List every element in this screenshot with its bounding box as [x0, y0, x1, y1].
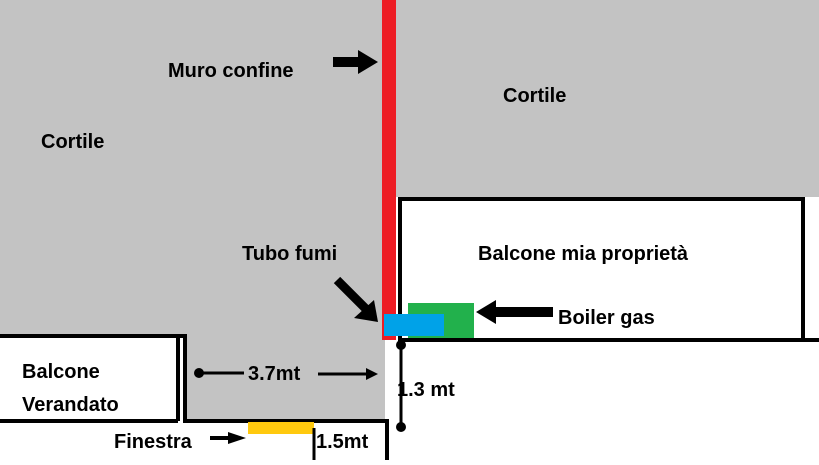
label-finestra: Finestra	[114, 431, 193, 453]
label-dim-width: 3.7mt	[248, 363, 301, 385]
label-muro-confine: Muro confine	[168, 60, 294, 82]
label-balcone-verandato-2: Verandato	[22, 394, 119, 416]
finestra-arrow	[210, 432, 246, 444]
label-balcone-proprieta: Balcone mia proprietà	[478, 243, 689, 265]
label-boiler-gas: Boiler gas	[558, 307, 655, 329]
tubo-arrow	[333, 276, 378, 322]
boundary-wall	[382, 0, 396, 340]
label-dim-height: 1.3 mt	[397, 379, 455, 401]
courtyard-area	[0, 0, 819, 338]
label-cortile-right: Cortile	[503, 85, 566, 107]
dim-width-line	[194, 368, 378, 380]
label-tubo-fumi: Tubo fumi	[242, 243, 337, 265]
dim-height-line	[396, 340, 406, 432]
label-cortile-left: Cortile	[41, 131, 104, 153]
muro-arrow	[333, 50, 378, 74]
flue-pipe	[384, 314, 444, 336]
recess-outline	[0, 334, 389, 460]
window	[248, 422, 314, 434]
label-dim-small: 1.5mt	[316, 431, 369, 453]
label-balcone-verandato-1: Balcone	[22, 361, 100, 383]
courtyard-lower-area	[187, 337, 385, 420]
boiler-arrow	[476, 300, 553, 324]
